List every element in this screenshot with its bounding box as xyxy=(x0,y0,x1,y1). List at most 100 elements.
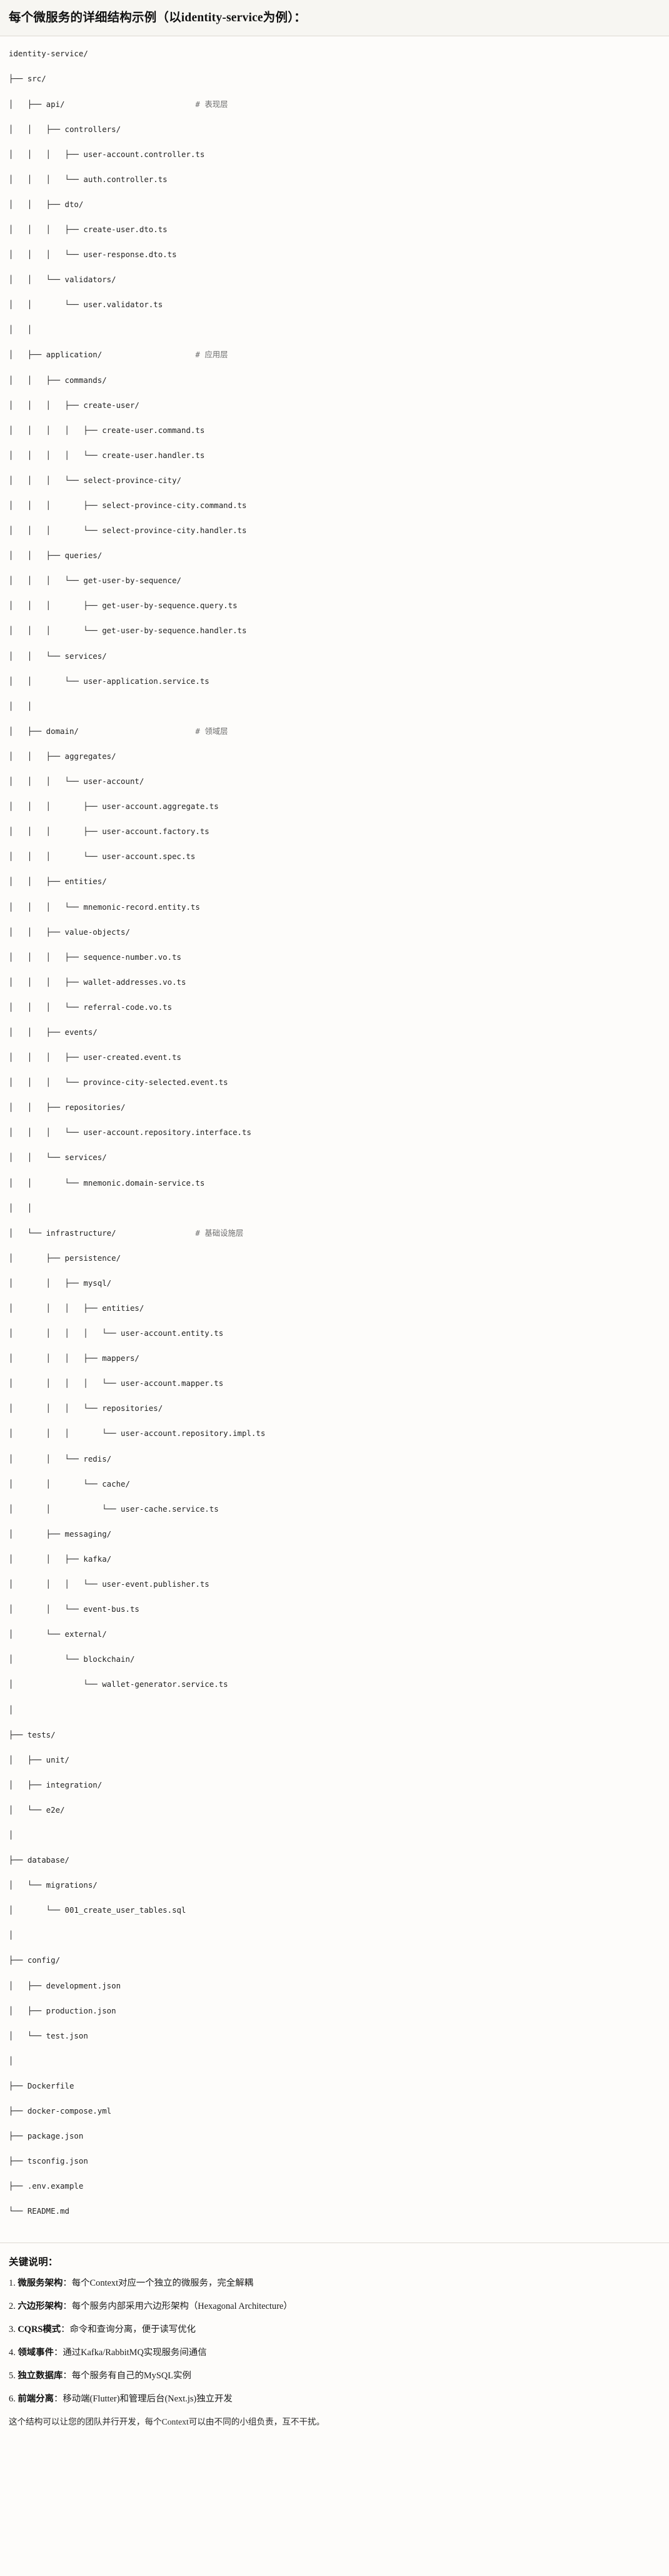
tree-line-path: └── README.md xyxy=(9,2206,69,2216)
tree-line: │ ├── domain/ # 领域层 xyxy=(9,725,660,738)
tree-line-path: │ │ │ └── province-city-selected.event.t… xyxy=(9,1077,228,1087)
tree-line-path: │ │ │ ├── create-user/ xyxy=(9,400,139,410)
tree-line-path: ├── tests/ xyxy=(9,1729,56,1739)
tree-line-path: │ │ │ └── auth.controller.ts xyxy=(9,174,168,184)
tree-line: │ │ │ ├── user-created.event.ts xyxy=(9,1051,660,1064)
tree-line-path: │ │ │ └── user-event.publisher.ts xyxy=(9,1579,209,1589)
key-note-index: 5. xyxy=(9,2370,18,2381)
tree-line: │ │ │ ├── user-account.aggregate.ts xyxy=(9,800,660,813)
tree-line: │ │ └── user-cache.service.ts xyxy=(9,1503,660,1515)
tree-line: │ │ └── user.validator.ts xyxy=(9,298,660,311)
tree-line: │ xyxy=(9,1704,660,1716)
tree-line-path: ├── tsconfig.json xyxy=(9,2156,88,2166)
tree-line-path: │ ├── application/ xyxy=(9,350,103,360)
key-note-index: 4. xyxy=(9,2348,18,2358)
tree-line-path: │ │ │ ├── user-account.aggregate.ts xyxy=(9,802,219,812)
tree-line-path: │ ├── api/ xyxy=(9,99,65,109)
tree-line-path: │ └── test.json xyxy=(9,2030,88,2040)
tree-line: │ │ │ └── select-province-city.handler.t… xyxy=(9,524,660,537)
tree-line: ├── database/ xyxy=(9,1854,660,1866)
tree-line-path: │ │ │ ├── get-user-by-sequence.query.ts xyxy=(9,601,238,611)
tree-line: │ │ │ ├── sequence-number.vo.ts xyxy=(9,951,660,964)
tree-line: │ │ ├── controllers/ xyxy=(9,123,660,136)
tree-line: │ │ ├── repositories/ xyxy=(9,1101,660,1114)
tree-line: │ │ └── services/ xyxy=(9,1151,660,1164)
tree-line-path: │ │ │ └── get-user-by-sequence.handler.t… xyxy=(9,626,247,636)
tree-line: │ ├── production.json xyxy=(9,2005,660,2017)
tree-line-path: │ │ └── validators/ xyxy=(9,275,116,285)
tree-line-path: ├── config/ xyxy=(9,1955,61,1965)
tree-line-comment: # 基础设施层 xyxy=(116,1228,244,1238)
tree-line: │ │ ├── queries/ xyxy=(9,549,660,562)
tree-line: │ │ ├── kafka/ xyxy=(9,1553,660,1565)
tree-line: │ │ └── services/ xyxy=(9,650,660,663)
tree-line-path: │ xyxy=(9,2055,14,2065)
tree-line-path: ├── Dockerfile xyxy=(9,2080,74,2090)
tree-line: │ │ │ ├── create-user.dto.ts xyxy=(9,223,660,236)
tree-line: │ │ ├── events/ xyxy=(9,1026,660,1039)
key-notes-footer: 这个结构可以让您的团队并行开发，每个Context可以由不同的小组负责，互不干扰… xyxy=(9,2416,325,2426)
tree-line: │ └── infrastructure/ # 基础设施层 xyxy=(9,1227,660,1240)
tree-line-path: │ │ │ ├── create-user.dto.ts xyxy=(9,224,168,234)
key-note-item: 3. CQRS模式：命令和查询分离，便于读写优化 xyxy=(9,2323,660,2336)
tree-line-path: │ │ │ └── user-account/ xyxy=(9,776,144,787)
key-note-item: 2. 六边形架构：每个服务内部采用六边形架构（Hexagonal Archite… xyxy=(9,2300,660,2313)
key-note-separator: ： xyxy=(53,2393,63,2404)
tree-line: │ │ │ └── province-city-selected.event.t… xyxy=(9,1076,660,1089)
tree-line: │ │ │ │ ├── create-user.command.ts xyxy=(9,424,660,437)
tree-line-path: │ │ xyxy=(9,701,33,711)
tree-line-path: │ │ │ │ └── create-user.handler.ts xyxy=(9,450,205,460)
key-note-text: 每个服务有自己的MySQL实例 xyxy=(71,2370,191,2381)
tree-line-path: │ │ ├── value-objects/ xyxy=(9,927,130,937)
tree-line-path: │ │ └── services/ xyxy=(9,1153,107,1163)
tree-line: │ xyxy=(9,1929,660,1942)
key-note-index: 2. xyxy=(9,2301,18,2312)
tree-line: │ │ │ ├── user-account.controller.ts xyxy=(9,148,660,161)
tree-line-path: │ │ │ └── user-account.repository.impl.t… xyxy=(9,1428,266,1438)
tree-line: │ │ ├── dto/ xyxy=(9,198,660,211)
tree-line-path: │ xyxy=(9,1830,14,1840)
tree-line: │ ├── api/ # 表现层 xyxy=(9,98,660,111)
tree-line-path: │ ├── persistence/ xyxy=(9,1253,121,1263)
tree-line: │ │ │ └── referral-code.vo.ts xyxy=(9,1001,660,1014)
tree-line: │ │ ├── mysql/ xyxy=(9,1277,660,1290)
tree-line-path: │ │ ├── kafka/ xyxy=(9,1554,112,1564)
tree-line-path: │ │ └── event-bus.ts xyxy=(9,1604,139,1614)
tree-line-path: │ │ ├── commands/ xyxy=(9,375,107,385)
tree-line-path: ├── package.json xyxy=(9,2131,84,2141)
tree-line: │ │ xyxy=(9,1202,660,1214)
tree-line: │ │ xyxy=(9,700,660,713)
tree-line: │ │ │ ├── wallet-addresses.vo.ts xyxy=(9,976,660,989)
tree-line-path: │ ├── domain/ xyxy=(9,726,79,736)
tree-line-path: │ │ └── user.validator.ts xyxy=(9,300,163,310)
tree-line: │ │ │ │ └── user-account.entity.ts xyxy=(9,1327,660,1340)
tree-line-path: │ │ │ └── user-account.spec.ts xyxy=(9,852,196,862)
tree-line: │ │ │ │ └── create-user.handler.ts xyxy=(9,449,660,462)
tree-line: │ └── blockchain/ xyxy=(9,1653,660,1666)
tree-line: ├── config/ xyxy=(9,1954,660,1967)
tree-line: │ │ │ └── user-account.spec.ts xyxy=(9,850,660,863)
tree-line-path: │ │ │ ├── sequence-number.vo.ts xyxy=(9,952,182,962)
key-note-text: 通过Kafka/RabbitMQ实现服务间通信 xyxy=(63,2348,207,2358)
tree-line: identity-service/ xyxy=(9,48,660,60)
tree-line-path: │ └── external/ xyxy=(9,1629,107,1639)
key-note-item: 5. 独立数据库：每个服务有自己的MySQL实例 xyxy=(9,2370,660,2383)
tree-line: │ ├── unit/ xyxy=(9,1754,660,1766)
tree-line-path: │ │ │ └── select-province-city/ xyxy=(9,475,182,485)
tree-line: │ │ └── validators/ xyxy=(9,273,660,286)
tree-line: │ │ └── redis/ xyxy=(9,1453,660,1465)
tree-line: │ │ │ └── select-province-city/ xyxy=(9,474,660,487)
key-note-label: CQRS模式 xyxy=(18,2324,61,2335)
tree-line-path: │ │ │ ├── user-account.factory.ts xyxy=(9,827,209,837)
tree-line: │ │ └── user-application.service.ts xyxy=(9,675,660,688)
tree-line-path: │ └── 001_create_user_tables.sql xyxy=(9,1905,186,1915)
tree-line-path: │ │ ├── events/ xyxy=(9,1027,98,1037)
tree-line: └── README.md xyxy=(9,2205,660,2217)
tree-line: │ └── test.json xyxy=(9,2030,660,2042)
key-note-index: 3. xyxy=(9,2324,18,2335)
tree-line-path: │ │ │ │ └── user-account.entity.ts xyxy=(9,1328,224,1338)
key-note-text: 命令和查询分离，便于读写优化 xyxy=(69,2324,196,2335)
tree-line-path: │ xyxy=(9,1704,14,1714)
tree-line-path: │ │ └── user-cache.service.ts xyxy=(9,1504,219,1514)
